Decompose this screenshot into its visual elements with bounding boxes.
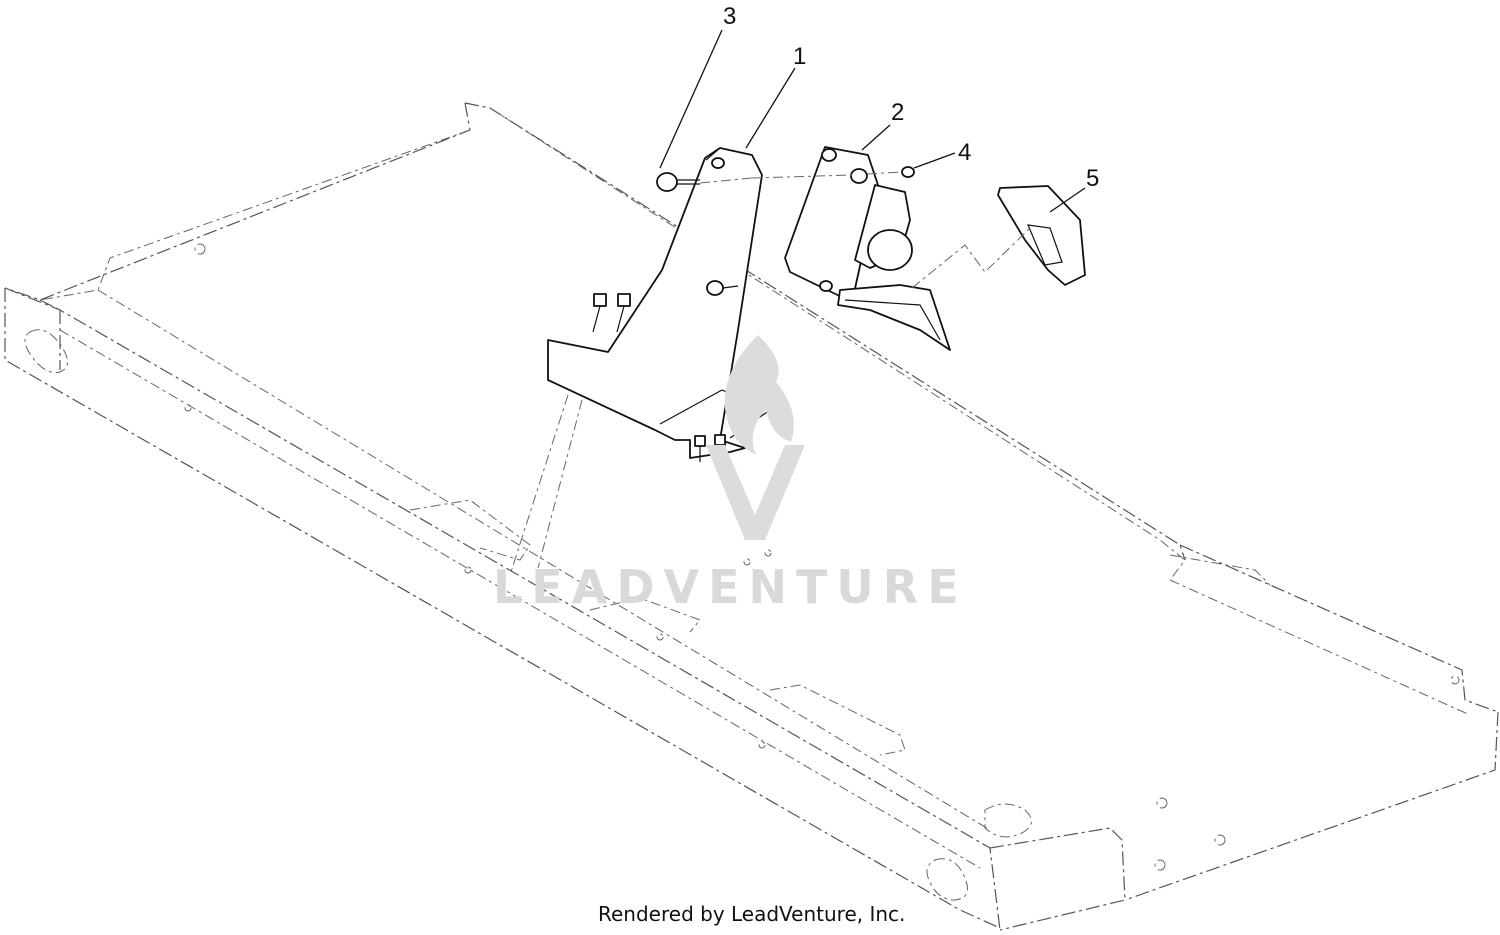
callout-2: 2	[891, 99, 904, 126]
callout-3: 3	[723, 3, 736, 30]
callout-5: 5	[1086, 165, 1099, 192]
watermark: LEADVENTURE	[493, 335, 968, 614]
flame-logo-icon	[706, 335, 805, 540]
watermark-text: LEADVENTURE	[493, 560, 968, 614]
footer-credit: Rendered by LeadVenture, Inc.	[598, 902, 905, 926]
callout-1: 1	[793, 43, 806, 70]
part-nut	[901, 166, 915, 178]
frame-phantom	[4, 102, 1499, 931]
part-bracket	[547, 147, 772, 462]
part-pedal-assembly	[784, 146, 951, 351]
assembly-lines	[699, 171, 1031, 289]
leader-lines	[659, 29, 1086, 213]
part-pedal-pad	[997, 185, 1086, 286]
part-bolt	[656, 172, 700, 192]
callout-4: 4	[958, 139, 971, 166]
